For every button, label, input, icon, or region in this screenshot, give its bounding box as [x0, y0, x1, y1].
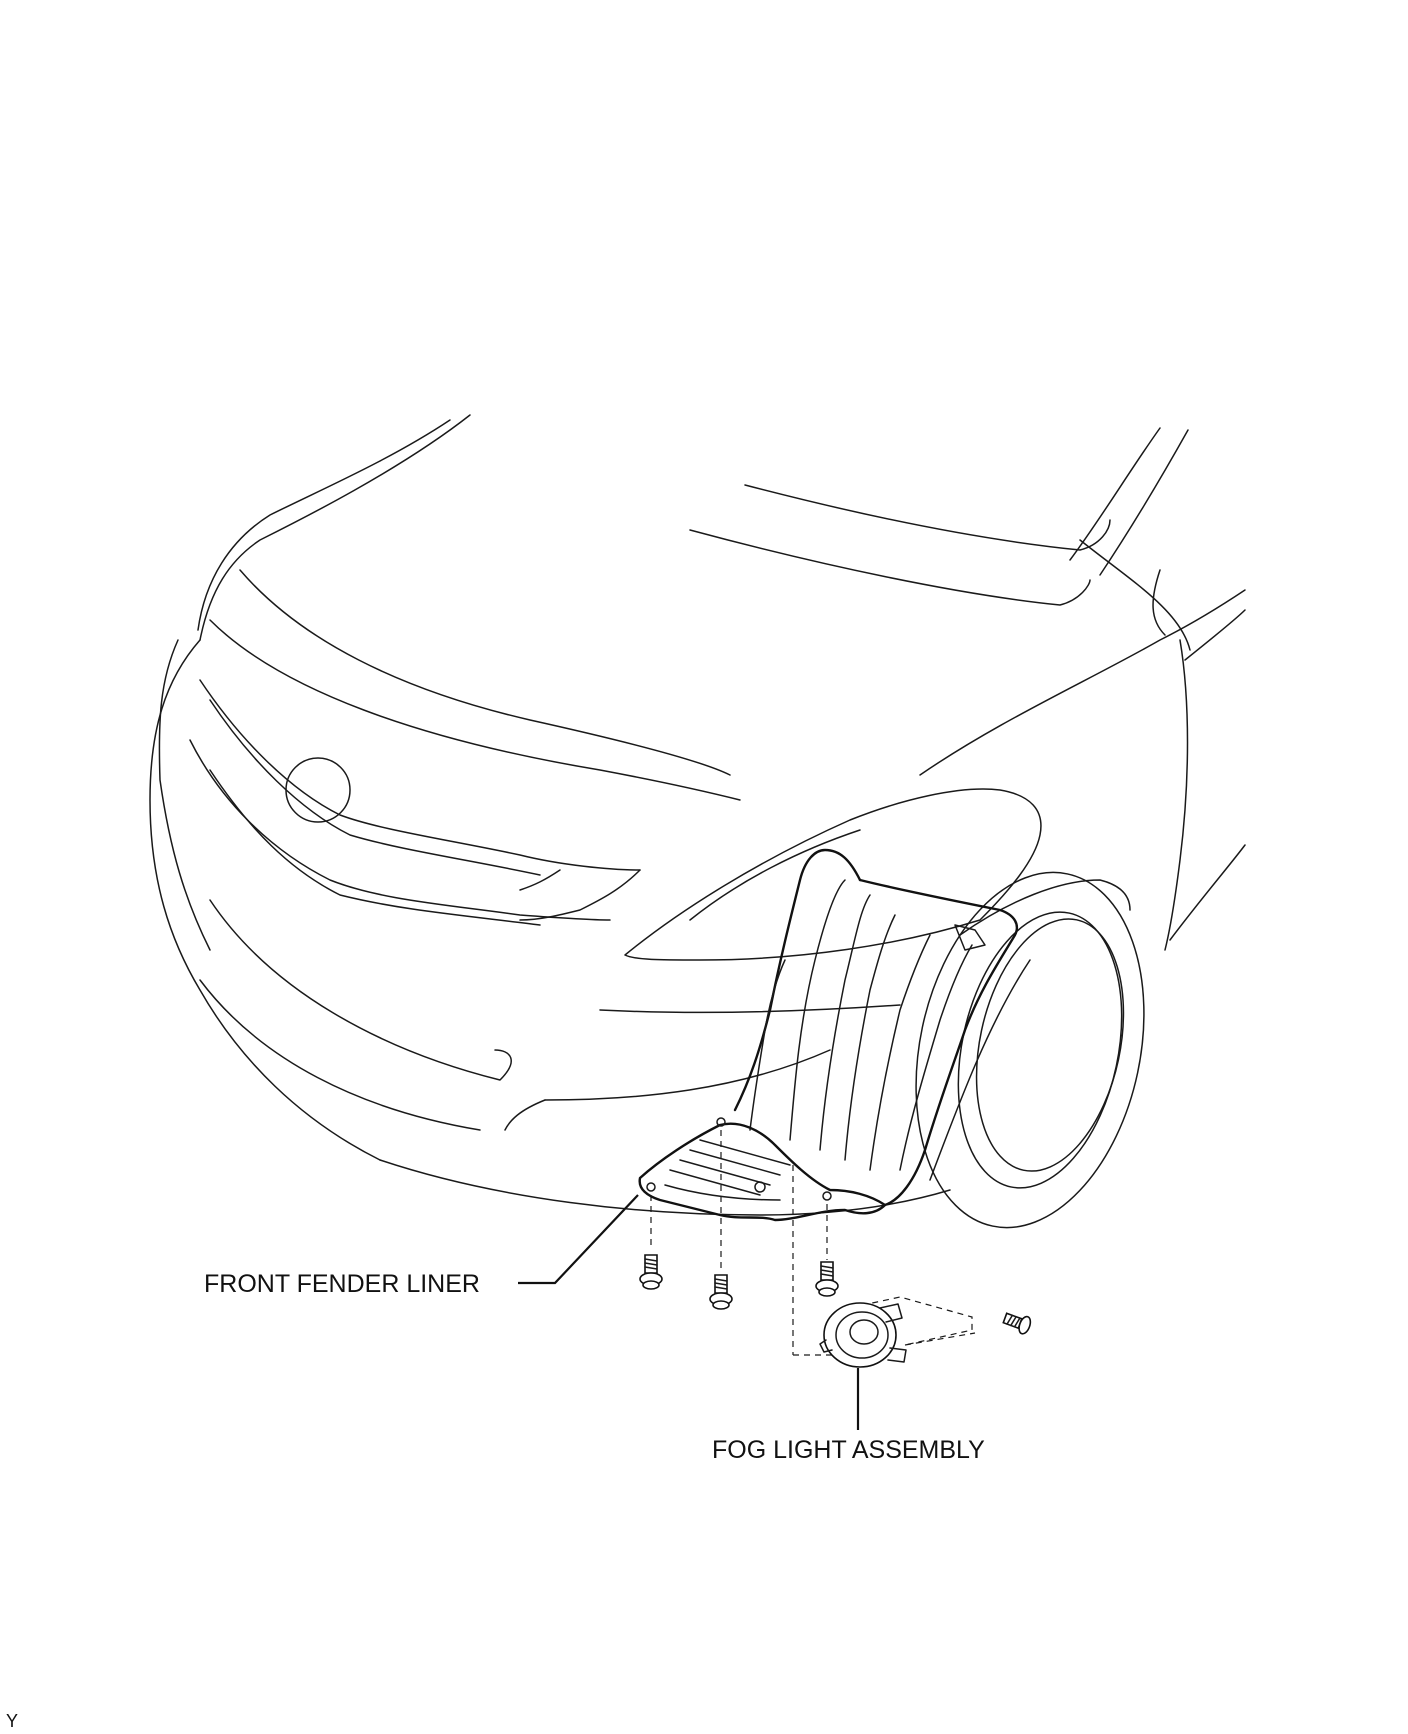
door-line-1 — [1184, 609, 1246, 661]
car-body — [149, 414, 1246, 1216]
screw-icon — [815, 1261, 839, 1297]
tire-outer — [915, 871, 1145, 1229]
label-fog-light-assembly: FOG LIGHT ASSEMBLY — [712, 1436, 985, 1464]
liner-flange-inner — [664, 1184, 781, 1201]
liner-bottom-flange — [638, 1122, 887, 1222]
fog-light-lens-rim — [835, 1311, 889, 1359]
liner-tab — [954, 924, 986, 951]
bumper-chin — [209, 899, 512, 1081]
grille-right-end — [519, 869, 641, 921]
screw-icon — [639, 1254, 663, 1290]
tire-rim — [975, 918, 1125, 1172]
liner-clip-hole-4 — [822, 1191, 832, 1201]
headlight-inner — [689, 829, 861, 921]
hood-rear-line-2 — [689, 529, 1091, 606]
fog-light-bracket-top — [879, 1303, 903, 1323]
headlight-outline — [624, 788, 1042, 961]
liner-rib-5 — [899, 944, 973, 1171]
liner-clip-hole-3 — [754, 1181, 766, 1193]
fog-light-lens — [849, 1319, 879, 1345]
guide-foglight-box — [839, 1296, 973, 1346]
grille-upper-line — [199, 679, 641, 871]
cowl-curve — [1079, 539, 1191, 651]
hood-front-edge — [209, 619, 741, 801]
bumper-side-crease — [504, 1099, 546, 1131]
liner-screws — [639, 1254, 839, 1310]
screw-icon — [709, 1274, 733, 1310]
grille-upper-line-2 — [209, 699, 541, 876]
grille-mid-line — [189, 739, 611, 921]
liner-clip-hole-1 — [646, 1182, 656, 1192]
liner-rib-3 — [844, 914, 896, 1161]
label-front-fender-liner: FRONT FENDER LINER — [204, 1270, 480, 1298]
hood-rear-line-1 — [744, 484, 1111, 551]
bumper-left-outline — [149, 639, 381, 1161]
bumper-character-line-1 — [599, 1004, 901, 1014]
leader-lines — [518, 1194, 860, 1430]
fender-body-side — [1164, 639, 1189, 951]
grille-mid-line-2 — [209, 769, 541, 926]
bumper-left-outline-inner — [158, 639, 211, 951]
front-emblem — [285, 757, 351, 823]
fog-light-tab — [819, 1339, 833, 1353]
front-wheel — [915, 871, 1145, 1229]
fog-light-bracket-bottom — [887, 1347, 907, 1363]
liner-flange-ribs — [669, 1139, 791, 1196]
screw-icon — [1002, 1312, 1032, 1335]
bumper-character-line-2 — [544, 1049, 831, 1101]
liner-outer-edge — [733, 848, 862, 1112]
fog-light-housing — [823, 1302, 897, 1368]
front-fender-liner-drawing — [638, 848, 1019, 1222]
wheel-arch-line — [929, 959, 1031, 1181]
liner-rib-1 — [789, 879, 846, 1141]
a-pillar-1 — [1069, 427, 1161, 561]
fender-top-line — [919, 589, 1246, 776]
liner-rib-4 — [869, 934, 931, 1171]
leader-front-fender-liner — [518, 1194, 639, 1285]
liner-clip-hole-2 — [716, 1117, 726, 1127]
fog-light-assembly-drawing — [819, 1302, 907, 1368]
install-guide-lines — [650, 1130, 976, 1356]
grille-right-end-2 — [519, 869, 561, 891]
guide-foglight-screw — [904, 1332, 976, 1346]
liner-rib-2 — [819, 894, 871, 1151]
door-line-2 — [1169, 844, 1246, 941]
a-pillar-3 — [1152, 569, 1166, 636]
liner-inner-edge — [749, 959, 786, 1131]
a-pillar-2 — [1099, 429, 1189, 576]
bumper-lower-lip — [199, 979, 481, 1131]
tire-inner — [957, 911, 1123, 1189]
hood-left-edge — [199, 414, 471, 641]
hood-center-crease — [239, 569, 731, 776]
bumper-lower-sweep — [379, 1159, 951, 1216]
liner-rim — [858, 878, 1019, 1207]
hood-left-edge-inner — [197, 419, 451, 631]
figure-code: Y — [6, 1711, 18, 1731]
